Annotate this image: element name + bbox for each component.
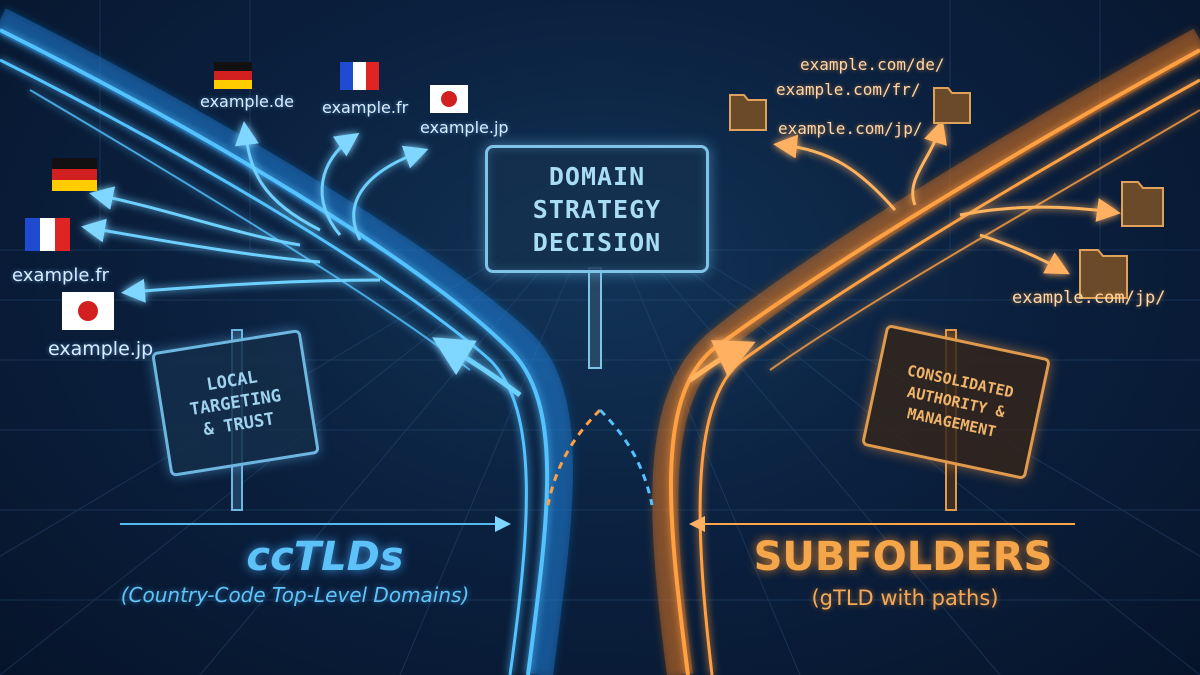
flag-japan-icon [430,85,468,113]
folder-icon [1079,249,1128,299]
subfolders-title: SUBFOLDERS [753,534,1053,580]
path-label-de: example.com/de/ [800,55,945,74]
folder-icon [729,94,767,131]
subfolders-subtitle: (gTLD with paths) [811,586,999,610]
flag-france-icon [340,62,379,90]
flag-germany-icon [214,62,252,89]
sign-line: STRATEGY [532,194,662,224]
cctld-subtitle: (Country-Code Top-Level Domains) [120,583,470,607]
cctld-title: ccTLDs [246,534,404,580]
folder-icon [1121,181,1164,227]
flag-japan-icon [62,292,114,330]
domain-label-de: example.de [200,92,294,111]
cctld-branches [81,121,522,398]
folder-icon [933,87,971,124]
domain-strategy-decision-sign: DOMAIN STRATEGY DECISION [485,145,709,273]
local-targeting-sign: LOCAL TARGETING & TRUST [151,328,320,478]
domain-label-fr: example.fr [12,265,109,286]
split-dashes [546,408,654,506]
sign-line: DECISION [532,227,662,257]
path-label-jp: example.com/jp/ [778,119,923,138]
flag-germany-icon [52,158,97,191]
domain-label-jp: example.jp [48,338,154,360]
path-label-fr: example.com/fr/ [776,80,921,99]
flag-france-icon [25,218,70,251]
center-sign-post [588,267,602,369]
domain-label-jp: example.jp [420,118,509,137]
subfolder-branches [688,119,1121,383]
domain-label-fr: example.fr [322,98,409,117]
sign-line: DOMAIN [548,161,646,191]
path-label-jp: example.com/jp/ [1012,288,1166,308]
